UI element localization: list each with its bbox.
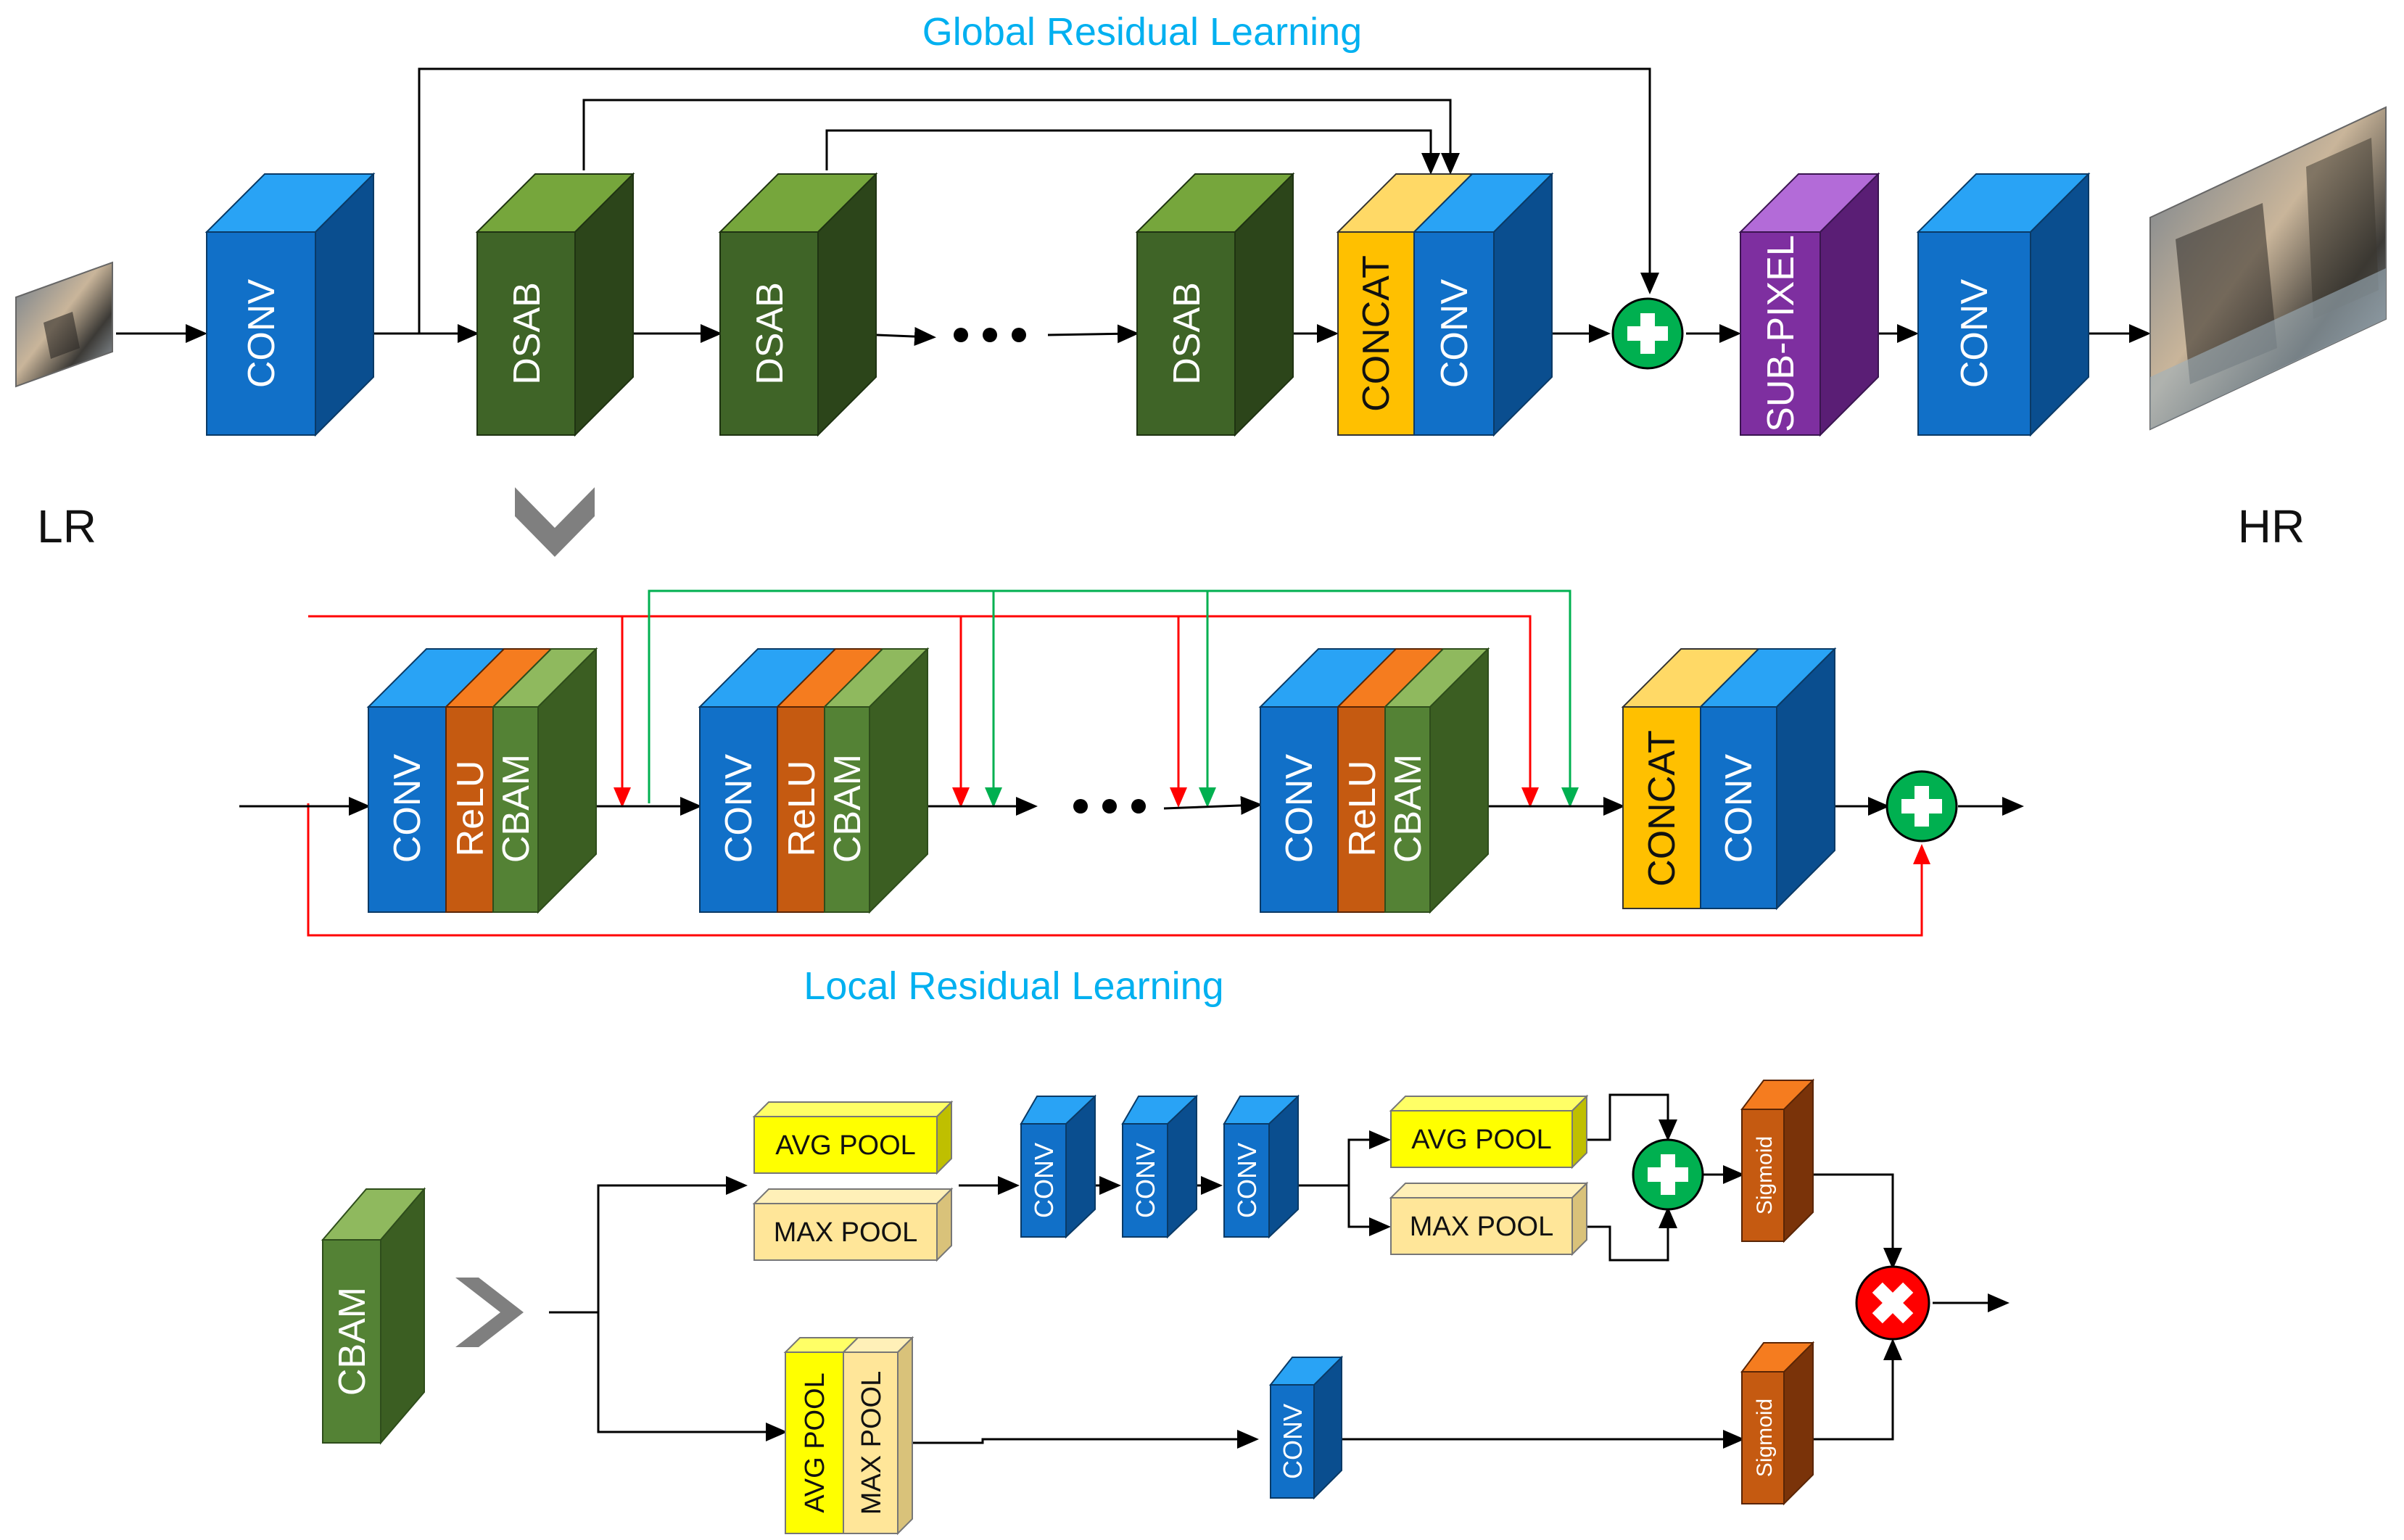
chevron-right-icon xyxy=(455,1278,524,1347)
concat-label: CONCAT xyxy=(1355,255,1397,412)
row1-ellipsis xyxy=(954,328,1026,342)
svg-text:CONV: CONV xyxy=(718,754,760,864)
conv-small-block: CONV xyxy=(1020,1094,1096,1239)
sigmoid-block: Sigmoid xyxy=(1740,1078,1814,1243)
svg-text:ReLU: ReLU xyxy=(781,761,823,857)
local-skip-connections xyxy=(307,589,1930,937)
svg-text:Sigmoid: Sigmoid xyxy=(1753,1399,1777,1477)
svg-text:ReLU: ReLU xyxy=(450,761,492,857)
chevron-down-icon xyxy=(515,487,595,557)
conv-block: CONV xyxy=(205,172,376,437)
svg-text:AVG POOL: AVG POOL xyxy=(775,1130,916,1161)
concat-conv-block: CONCAT CONV xyxy=(1621,647,1837,911)
svg-text:MAX POOL: MAX POOL xyxy=(856,1371,887,1515)
svg-text:DSAB: DSAB xyxy=(506,282,548,385)
lr-image xyxy=(15,261,113,388)
dsab-block: DSAB xyxy=(475,172,635,437)
svg-text:CONV: CONV xyxy=(1718,754,1760,864)
svg-text:CONV: CONV xyxy=(241,279,283,389)
add-icon xyxy=(1611,297,1684,370)
hr-label: HR xyxy=(2238,500,2305,552)
svg-text:AVG POOL: AVG POOL xyxy=(800,1373,830,1513)
lr-label: LR xyxy=(37,500,96,552)
max-pool-block: MAX POOL xyxy=(1389,1181,1589,1257)
svg-text:DSAB: DSAB xyxy=(749,282,791,385)
conv-small-block: CONV xyxy=(1223,1094,1300,1239)
max-pool-block: MAX POOL xyxy=(752,1187,954,1262)
sigmoid-block: Sigmoid xyxy=(1740,1341,1814,1506)
local-residual-title: Local Residual Learning xyxy=(804,964,1223,1008)
svg-text:MAX POOL: MAX POOL xyxy=(774,1217,918,1248)
svg-text:CONCAT: CONCAT xyxy=(1641,730,1683,887)
svg-text:CONV: CONV xyxy=(1232,1143,1262,1218)
svg-text:AVG POOL: AVG POOL xyxy=(1411,1125,1552,1155)
row2-ellipsis xyxy=(1073,799,1146,814)
avg-pool-block: AVG POOL xyxy=(1389,1094,1589,1170)
add-icon xyxy=(1885,770,1958,843)
svg-text:CONV: CONV xyxy=(1131,1143,1160,1218)
svg-text:CBAM: CBAM xyxy=(1387,754,1429,863)
add-icon xyxy=(1632,1138,1704,1211)
svg-text:CONV: CONV xyxy=(1278,1404,1308,1479)
svg-text:SUB-PIXEL: SUB-PIXEL xyxy=(1760,235,1802,432)
svg-text:CONV: CONV xyxy=(387,754,429,864)
multiply-icon xyxy=(1855,1265,1930,1341)
cbam-block: CBAM xyxy=(321,1187,426,1445)
conv-block: CONV xyxy=(1916,172,2091,437)
svg-text:MAX POOL: MAX POOL xyxy=(1410,1212,1554,1242)
concat-conv-block: CONCAT CONV xyxy=(1336,172,1554,437)
svg-text:CBAM: CBAM xyxy=(495,754,537,863)
conv-small-block: CONV xyxy=(1121,1094,1198,1239)
cbam-branch-arrows xyxy=(549,1093,2009,1449)
svg-text:CONV: CONV xyxy=(1029,1143,1059,1218)
conv-relu-cbam-block: CONV ReLU CBAM xyxy=(1258,647,1490,914)
global-residual-title: Global Residual Learning xyxy=(922,10,1362,54)
svg-text:CBAM: CBAM xyxy=(827,754,869,863)
spatial-pool-block: AVG POOL MAX POOL xyxy=(783,1336,914,1536)
conv-relu-cbam-block: CONV ReLU CBAM xyxy=(698,647,930,914)
conv-small-block: CONV xyxy=(1268,1355,1344,1500)
svg-text:CONV: CONV xyxy=(1954,279,1996,389)
hr-image xyxy=(2149,106,2387,431)
subpixel-block: SUB-PIXEL xyxy=(1738,172,1880,437)
dsab-block: DSAB xyxy=(1135,172,1295,437)
svg-text:DSAB: DSAB xyxy=(1166,282,1208,385)
svg-text:CBAM: CBAM xyxy=(331,1287,373,1396)
global-skip-connections xyxy=(418,67,1659,334)
conv-relu-cbam-block: CONV ReLU CBAM xyxy=(366,647,598,914)
svg-text:Sigmoid: Sigmoid xyxy=(1753,1136,1777,1214)
svg-text:ReLU: ReLU xyxy=(1342,761,1384,857)
conv-label: CONV xyxy=(1434,279,1476,389)
avg-pool-block: AVG POOL xyxy=(752,1100,954,1175)
dsab-block: DSAB xyxy=(718,172,878,437)
svg-text:CONV: CONV xyxy=(1279,754,1321,864)
